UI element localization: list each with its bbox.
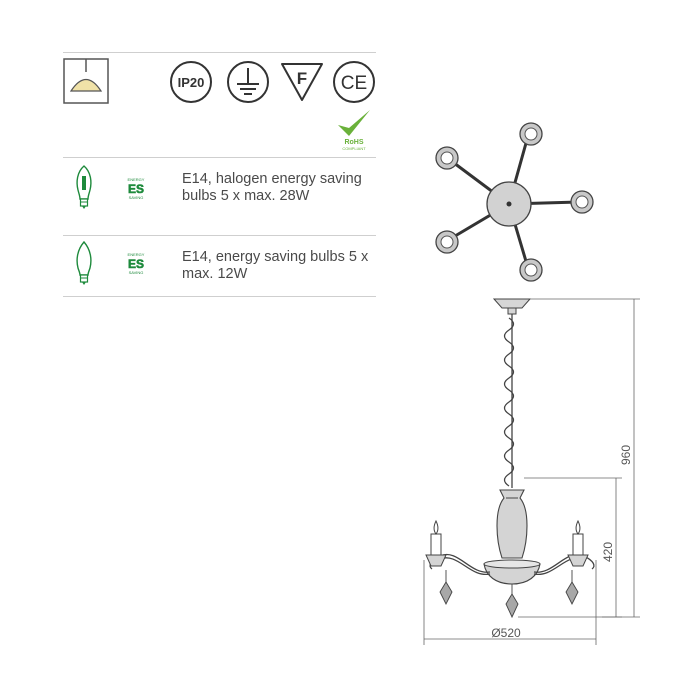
- divider-3: [63, 296, 376, 297]
- earth-ground-icon: [227, 61, 269, 103]
- halogen-bulb-icon: [76, 165, 92, 209]
- es-badge-bottom-text: SAVING: [129, 195, 144, 200]
- divider-1: [63, 157, 376, 158]
- ip-rating-icon: IP20: [170, 61, 212, 103]
- ip-rating-label: IP20: [178, 75, 205, 90]
- f-class-label: F: [297, 69, 307, 88]
- pendant-lamp-icon: [63, 58, 109, 104]
- dimension-total-height: 960: [619, 445, 633, 465]
- ce-mark-label: CE: [341, 73, 367, 94]
- energy-saving-bulb-icon: [76, 240, 92, 285]
- es-badge-main-text: ES: [128, 182, 144, 196]
- rohs-check-icon: RoHS COMPLIANT: [338, 110, 370, 151]
- bulb-spec-energy-saving: E14, energy saving bulbs 5 x max. 12W: [182, 249, 369, 282]
- chandelier-top-view: [435, 122, 594, 282]
- energy-saving-badge-1: ENERGY ES SAVING: [118, 177, 154, 200]
- divider-2: [63, 235, 376, 236]
- es-badge-top-text: ENERGY: [128, 177, 145, 182]
- dimension-diameter: Ø520: [491, 626, 521, 640]
- es-badge-main-text: ES: [128, 257, 144, 271]
- es-badge-top-text: ENERGY: [128, 252, 145, 257]
- f-class-icon: F: [281, 63, 323, 101]
- rohs-label: RoHS: [344, 139, 363, 146]
- ce-mark-icon: CE: [333, 61, 375, 103]
- divider-top: [63, 52, 376, 53]
- es-badge-bottom-text: SAVING: [129, 270, 144, 275]
- bulb-spec-halogen: E14, halogen energy saving bulbs 5 x max…: [182, 171, 362, 204]
- energy-saving-badge-2: ENERGY ES SAVING: [128, 252, 145, 275]
- rohs-compliant-label: COMPLIANT: [342, 146, 366, 151]
- dimension-body-height: 420: [601, 542, 615, 562]
